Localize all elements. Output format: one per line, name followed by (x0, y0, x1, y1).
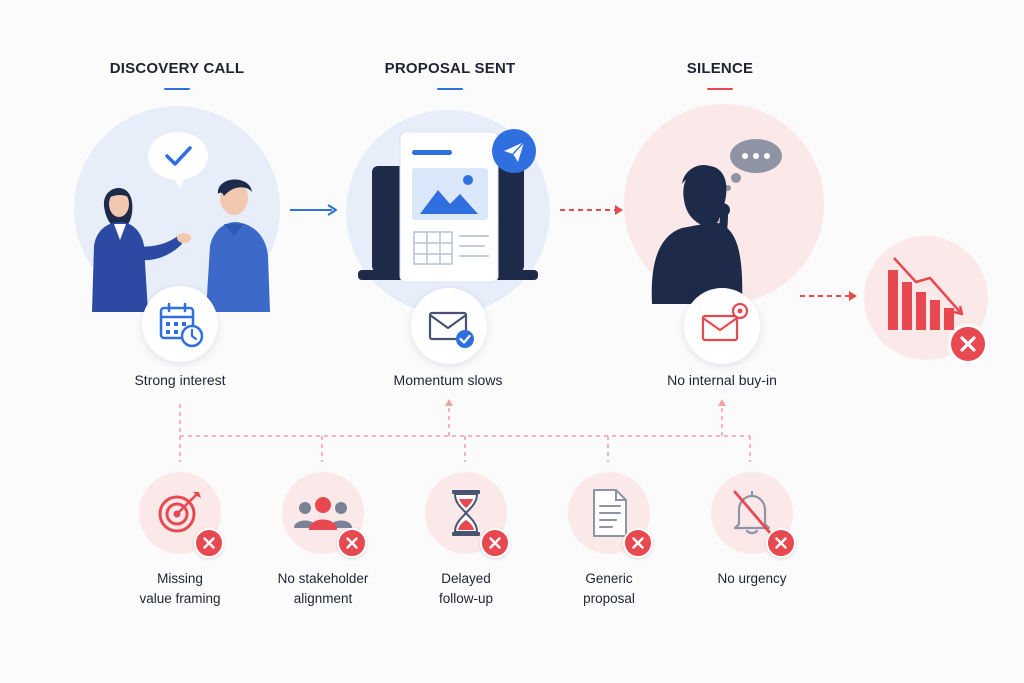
cause-delayed-follow-up (425, 472, 507, 554)
speech-bubble-check-icon (148, 132, 208, 188)
hourglass-icon (452, 490, 480, 536)
man-figure (206, 179, 270, 312)
stage-caption-silence: No internal buy-in (667, 372, 777, 388)
thinking-person-silhouette (651, 164, 743, 304)
x-badge-icon (766, 528, 796, 558)
silence-illustration (624, 104, 824, 304)
x-badge-icon (337, 528, 367, 558)
target-icon (158, 492, 201, 533)
x-badge-icon (623, 528, 653, 558)
stage-title-discovery: DISCOVERY CALL (109, 60, 245, 77)
x-badge-icon (480, 528, 510, 558)
envelope-check-icon (428, 311, 474, 348)
stage-caption-proposal: Momentum slows (393, 372, 503, 388)
document-icon (593, 489, 627, 537)
cause-label: Generic proposal (583, 571, 635, 606)
send-badge (492, 129, 536, 173)
stage-title-proposal: PROPOSAL SENT (384, 60, 516, 77)
cause-label: No stakeholder alignment (277, 571, 369, 606)
muted-bell-icon (733, 490, 773, 536)
calendar-clock-icon (159, 302, 204, 348)
cause-missing-value-framing (139, 472, 221, 554)
cause-label: No urgency (717, 571, 787, 586)
cause-label: Delayed follow-up (438, 571, 494, 606)
calendar-badge (142, 286, 218, 362)
dashed-arrow-right-icon (560, 205, 623, 215)
dashed-arrow-right-icon (800, 291, 857, 301)
thinking-person-illustration (651, 139, 782, 304)
meeting-people-illustration (92, 132, 270, 312)
paper-plane-icon (504, 141, 525, 162)
unread-email-badge (684, 288, 760, 364)
email-sent-badge (411, 288, 487, 364)
thought-bubble-icon (725, 139, 782, 191)
people-icon (294, 497, 352, 530)
stage-underline (164, 88, 190, 90)
arrow-right-icon (290, 204, 337, 216)
x-badge-icon (194, 528, 224, 558)
woman-figure (92, 188, 191, 312)
stage-title-silence: SILENCE (686, 60, 754, 77)
envelope-notification-icon (701, 302, 749, 342)
laptop-document-illustration (358, 131, 538, 283)
lost-deal-x-icon (948, 324, 988, 364)
declining-chart-icon (888, 257, 964, 330)
stage-caption-discovery: Strong interest (134, 372, 226, 388)
discovery-call-illustration (74, 106, 280, 312)
stage-underline (707, 88, 733, 90)
stage-underline (437, 88, 463, 90)
cause-label: Missing value framing (139, 571, 221, 606)
